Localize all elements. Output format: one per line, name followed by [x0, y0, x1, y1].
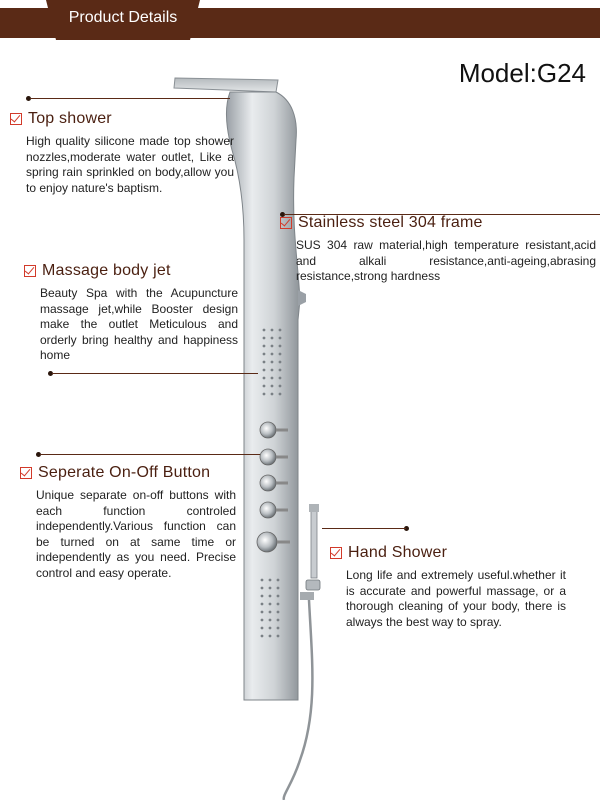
feature-desc-massage-jet: Beauty Spa with the Acupuncture massage … [40, 286, 238, 362]
checkbox-icon [280, 217, 292, 229]
feature-desc-hand-shower: Long life and extremely useful.whether i… [346, 568, 566, 629]
leader-dot-top-shower [26, 96, 31, 101]
panel-body [225, 91, 301, 701]
top-shower-head [173, 77, 279, 93]
checkbox-icon [10, 113, 22, 125]
leader-dot-hand-shower [404, 526, 409, 531]
leader-line-hand-shower [322, 528, 406, 529]
feature-title-top-shower: Top shower [28, 110, 112, 127]
header-tab: Product Details [46, 0, 200, 40]
feature-frame: Stainless steel 304 frame SUS 304 raw ma… [280, 214, 596, 285]
leader-dot-massage [48, 371, 53, 376]
feature-title-on-off-button: Seperate On-Off Button [38, 464, 211, 481]
leader-line-top-shower [30, 98, 230, 99]
feature-massage-jet: Massage body jet Beauty Spa with the Acu… [24, 262, 238, 364]
leader-dot-onoff [36, 452, 41, 457]
feature-title-frame: Stainless steel 304 frame [298, 214, 483, 231]
feature-desc-frame: SUS 304 raw material,high temperature re… [296, 238, 596, 283]
feature-desc-top-shower: High quality silicone made top shower no… [26, 134, 234, 195]
hand-shower [282, 504, 321, 800]
feature-title-massage-jet: Massage body jet [42, 262, 171, 279]
control-knobs [256, 421, 290, 553]
header-title: Product Details [68, 9, 178, 26]
massage-jet-grid-upper [262, 328, 282, 396]
model-label: Model:G24 [458, 58, 586, 88]
checkbox-icon [24, 265, 36, 277]
checkbox-icon [20, 467, 32, 479]
leader-line-onoff [40, 454, 260, 455]
feature-hand-shower: Hand Shower Long life and extremely usef… [330, 544, 566, 630]
leader-dot-frame [280, 212, 285, 217]
checkbox-icon [330, 547, 342, 559]
feature-title-hand-shower: Hand Shower [348, 544, 448, 561]
feature-top-shower: Top shower High quality silicone made to… [10, 110, 234, 196]
leader-line-frame [284, 214, 600, 215]
massage-jet-grid-lower [260, 578, 280, 638]
feature-desc-on-off-button: Unique separate on-off buttons with each… [36, 488, 236, 580]
leader-line-massage [52, 373, 258, 374]
feature-on-off-button: Seperate On-Off Button Unique separate o… [20, 464, 236, 581]
